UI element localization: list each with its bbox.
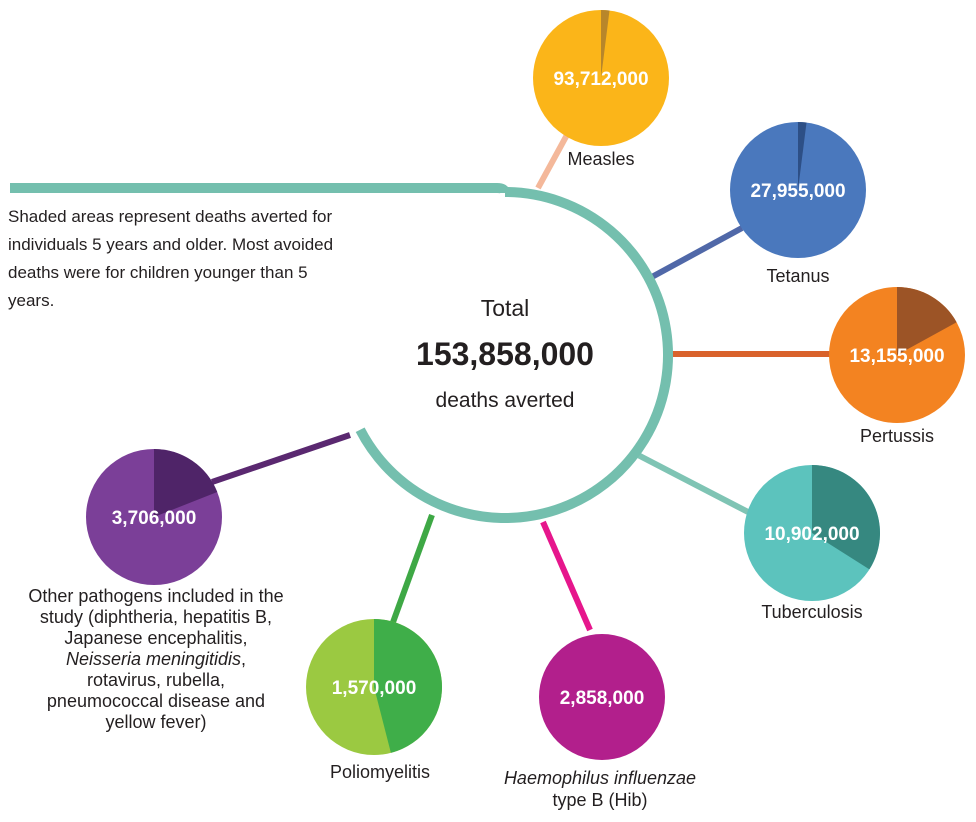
pie-value-label: 27,955,000 bbox=[750, 181, 845, 202]
label-tetanus: Tetanus bbox=[766, 266, 830, 286]
pie-slice-5plus bbox=[897, 287, 957, 355]
pie-value-label: 2,858,000 bbox=[560, 688, 645, 709]
pie-value-label: 10,902,000 bbox=[764, 524, 859, 545]
connector-line bbox=[211, 432, 351, 485]
connector-line bbox=[648, 225, 744, 281]
pie-value-label: 3,706,000 bbox=[112, 508, 197, 529]
label-hib-italic: Haemophilus influenzae bbox=[503, 768, 697, 788]
label-pertussis: Pertussis bbox=[859, 426, 935, 446]
label-hib-rest: type B (Hib) bbox=[552, 790, 648, 810]
pie-slice-5plus bbox=[601, 10, 610, 78]
total-value: 153,858,000 bbox=[416, 336, 594, 372]
pie-slice-5plus bbox=[154, 449, 218, 517]
pie-value-label: 1,570,000 bbox=[332, 678, 417, 699]
label-hib: Haemophilus influenzae type B (Hib) bbox=[490, 767, 710, 811]
pie-value-label: 13,155,000 bbox=[849, 346, 944, 367]
note-text: Shaded areas represent deaths averted fo… bbox=[8, 207, 334, 310]
label-other: Other pathogens included in the study (d… bbox=[28, 586, 284, 733]
pie-value-label: 93,712,000 bbox=[553, 69, 648, 90]
label-tuberculosis: Tuberculosis bbox=[761, 602, 863, 622]
connector-line bbox=[389, 513, 435, 627]
total-ring bbox=[10, 183, 673, 523]
label-measles: Measles bbox=[567, 149, 635, 169]
label-other-2: , rotavirus, rubella, pneumococcal disea… bbox=[46, 649, 266, 732]
connector-line bbox=[636, 452, 750, 515]
total-title: Total bbox=[480, 295, 530, 321]
pie-slice-5plus bbox=[798, 122, 807, 190]
label-polio: Poliomyelitis bbox=[329, 762, 431, 782]
pie-slice-5plus bbox=[812, 465, 881, 570]
connector-line bbox=[540, 520, 593, 632]
pie-slice-5plus bbox=[374, 619, 442, 753]
total-subtitle: deaths averted bbox=[435, 389, 575, 412]
pie-4 bbox=[539, 634, 665, 760]
total-center: Total 153,858,000 deaths averted bbox=[385, 295, 625, 413]
label-other-italic: Neisseria meningitidis bbox=[65, 649, 242, 669]
connector-line bbox=[535, 131, 571, 190]
label-other-1: Other pathogens included in the study (d… bbox=[28, 586, 284, 648]
